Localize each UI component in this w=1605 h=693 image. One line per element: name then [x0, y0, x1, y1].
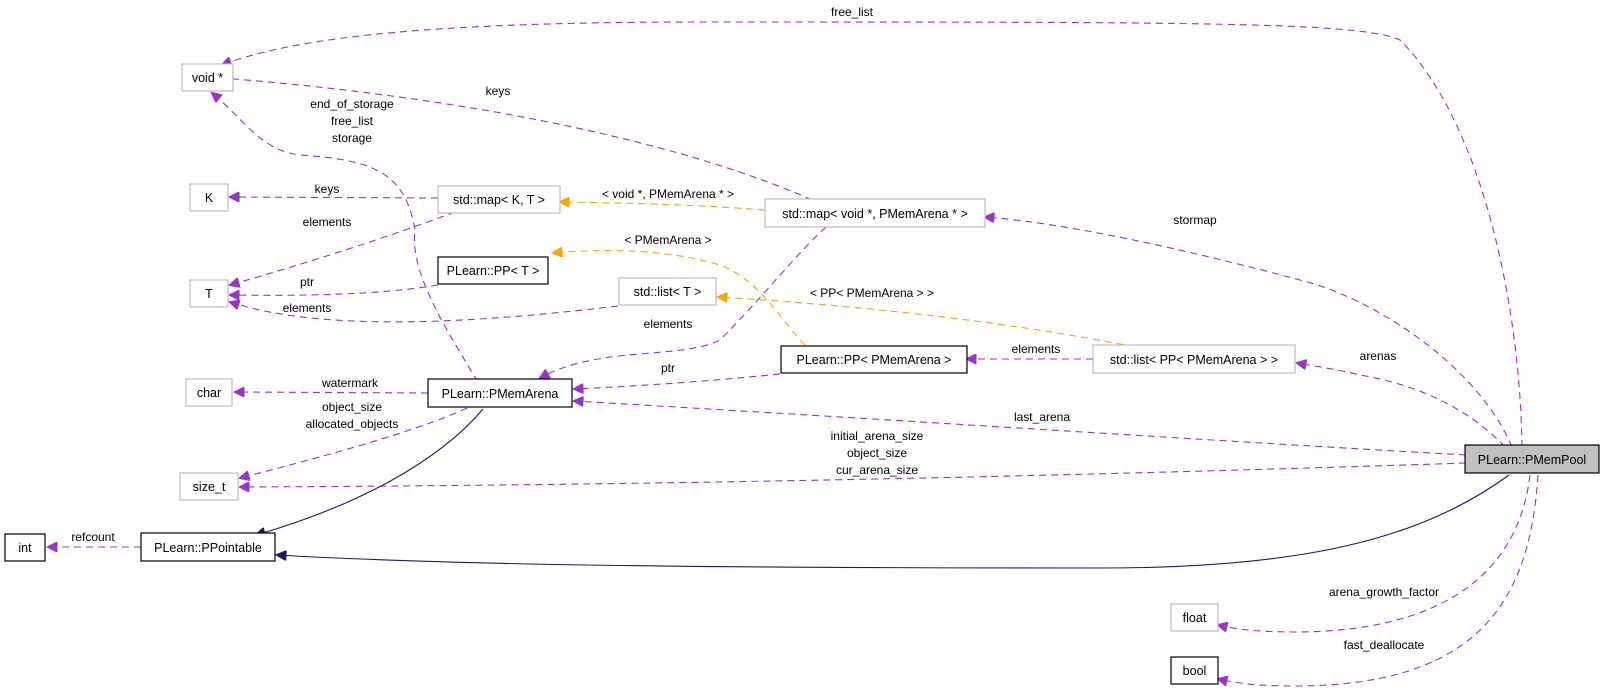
label-free-list-2: free_list	[331, 114, 374, 128]
node-pp-t[interactable]: PLearn::PP< T >	[437, 256, 549, 285]
label-cur-arena-size: cur_arena_size	[836, 463, 918, 477]
node-label: std::list< T >	[634, 285, 702, 299]
edge-tmpl-map	[560, 202, 766, 211]
label-last-arena: last_arena	[1014, 410, 1070, 424]
node-label: K	[205, 191, 214, 205]
node-T[interactable]: T	[189, 279, 229, 308]
edge-pool-free-list	[222, 21, 1523, 448]
node-label: std::list< PP< PMemArena > >	[1110, 353, 1278, 367]
label-storage: storage	[332, 131, 372, 145]
edge-tmpl-list	[718, 297, 1136, 348]
edge-pp-ptr-arena	[574, 373, 781, 389]
edge-last-arena	[574, 401, 1467, 456]
edge-fast-deallocate	[1218, 474, 1539, 687]
label-initial-arena-size: initial_arena_size	[831, 429, 924, 443]
node-label: PLearn::PP< T >	[447, 264, 540, 278]
label-elements-3: elements	[644, 317, 693, 331]
label-ptr-2: ptr	[661, 361, 675, 375]
node-label: float	[1183, 611, 1207, 625]
node-label: char	[197, 386, 221, 400]
node-label: T	[205, 287, 213, 301]
node-void-ptr[interactable]: void *	[181, 63, 234, 92]
edge-inherit-arena	[256, 408, 484, 535]
node-bool[interactable]: bool	[1170, 656, 1219, 685]
label-end-of-storage: end_of_storage	[310, 97, 394, 111]
label-keys: keys	[486, 84, 511, 98]
node-float[interactable]: float	[1170, 603, 1219, 632]
label-tmpl-pp: < PMemArena >	[624, 233, 711, 247]
edge-pp-ptr-t	[230, 284, 439, 295]
edge-watermark	[235, 392, 429, 393]
label-tmpl-list: < PP< PMemArena > >	[810, 286, 934, 300]
label-stormap: stormap	[1173, 213, 1217, 227]
edge-mapkt-elements	[230, 211, 456, 285]
node-label: int	[18, 541, 32, 555]
label-refcount: refcount	[71, 530, 115, 544]
edge-arena-void	[212, 93, 479, 383]
node-label: PLearn::PMemArena	[442, 387, 559, 401]
node-int[interactable]: int	[4, 533, 46, 562]
node-label: bool	[1183, 664, 1207, 678]
edge-map-keys-void	[222, 78, 813, 201]
node-map-void-arena[interactable]: std::map< void *, PMemArena * >	[764, 198, 986, 228]
edge-stormap	[985, 217, 1513, 448]
node-ppointable[interactable]: PLearn::PPointable	[140, 532, 276, 562]
label-elements-4: elements	[1012, 342, 1061, 356]
label-object-size-2: object_size	[847, 446, 907, 460]
node-pp-arena[interactable]: PLearn::PP< PMemArena >	[780, 345, 968, 374]
label-arena-growth-factor: arena_growth_factor	[1329, 585, 1439, 599]
label-watermark: watermark	[321, 376, 379, 390]
edge-pool-size	[240, 462, 1467, 487]
label-ptr: ptr	[300, 275, 314, 289]
edge-map-elements-arena	[540, 226, 827, 378]
label-fast-deallocate: fast_deallocate	[1344, 638, 1425, 652]
node-pmemarena[interactable]: PLearn::PMemArena	[427, 378, 573, 408]
node-label: PLearn::PPointable	[154, 541, 262, 555]
label-free-list: free_list	[831, 5, 874, 19]
node-label: std::map< K, T >	[453, 193, 545, 207]
edge-arena-growth-factor	[1218, 474, 1531, 633]
label-object-size: object_size	[322, 400, 382, 414]
edge-inherit-pool	[277, 474, 1510, 569]
node-label: PLearn::PMemPool	[1478, 453, 1586, 467]
node-pmempool[interactable]: PLearn::PMemPool	[1464, 444, 1600, 474]
label-allocated-objects: allocated_objects	[306, 417, 399, 431]
edge-list-elements-t	[230, 302, 619, 323]
label-elements-2: elements	[283, 301, 332, 315]
node-map-kt[interactable]: std::map< K, T >	[437, 185, 561, 214]
label-keys-2: keys	[315, 182, 340, 196]
label-elements: elements	[303, 215, 352, 229]
node-K[interactable]: K	[189, 183, 229, 212]
label-arenas: arenas	[1360, 349, 1397, 363]
node-label: std::map< void *, PMemArena * >	[782, 207, 968, 221]
edge-arenas	[1297, 363, 1506, 448]
node-size-t[interactable]: size_t	[179, 472, 239, 501]
node-label: void *	[192, 71, 223, 85]
node-label: PLearn::PP< PMemArena >	[797, 353, 952, 367]
label-tmpl-map: < void *, PMemArena * >	[602, 187, 734, 201]
edge-mapkt-keys	[230, 197, 439, 198]
node-list-pp-arena[interactable]: std::list< PP< PMemArena > >	[1092, 344, 1296, 374]
node-label: size_t	[193, 480, 226, 494]
edge-tmpl-pp	[553, 251, 806, 346]
node-list-t[interactable]: std::list< T >	[618, 277, 717, 306]
node-char[interactable]: char	[185, 378, 233, 407]
